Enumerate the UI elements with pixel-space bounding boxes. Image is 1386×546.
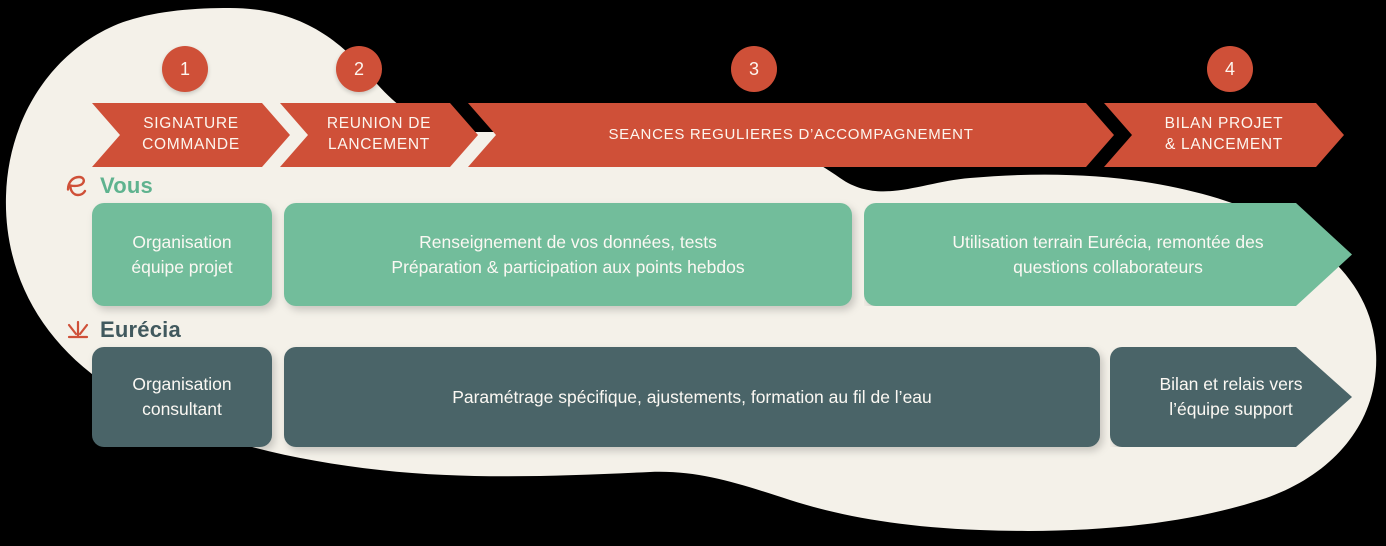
- eurecia-box-3-text: Bilan et relais vers l’équipe support: [1159, 374, 1303, 419]
- eurecia-e-icon: [66, 175, 87, 197]
- row-label-vous-text: Vous: [100, 173, 153, 198]
- row-label-eurecia: Eurécia: [64, 316, 181, 344]
- timeline-bar: SIGNATURE COMMANDE REUNION DE LANCEMENT …: [92, 103, 1344, 167]
- timeline-step-1-label: SIGNATURE COMMANDE: [142, 115, 240, 153]
- eurecia-star-icon: [67, 320, 89, 339]
- vous-box-organisation-equipe-projet[interactable]: Organisation équipe projet: [92, 203, 272, 306]
- timeline-step-signature-commande[interactable]: SIGNATURE COMMANDE: [92, 103, 290, 167]
- row-label-eurecia-text: Eurécia: [100, 317, 181, 342]
- timeline-step-2-label: REUNION DE LANCEMENT: [326, 115, 432, 153]
- timeline-step-bilan-projet[interactable]: BILAN PROJET & LANCEMENT: [1104, 103, 1344, 167]
- eurecia-box-1-text: Organisation consultant: [132, 374, 232, 419]
- vous-box-2-text: Renseignement de vos données, tests Prép…: [391, 231, 745, 277]
- vous-box-3-text: Utilisation terrain Eurécia, remontée de…: [952, 231, 1264, 277]
- vous-box-utilisation-terrain[interactable]: Utilisation terrain Eurécia, remontée de…: [864, 203, 1352, 306]
- eurecia-box-parametrage-specifique[interactable]: Paramétrage spécifique, ajustements, for…: [284, 347, 1100, 447]
- timeline-step-reunion-de-lancement[interactable]: REUNION DE LANCEMENT: [280, 103, 478, 167]
- timeline-step-4-label: BILAN PROJET & LANCEMENT: [1164, 115, 1284, 153]
- timeline-badge-1-number: 1: [179, 58, 190, 79]
- timeline-step-seances-regulieres[interactable]: SEANCES REGULIERES D’ACCOMPAGNEMENT: [468, 103, 1114, 167]
- timeline-badge-3[interactable]: 3: [731, 46, 777, 92]
- timeline-badge-2[interactable]: 2: [336, 46, 382, 92]
- timeline-badge-3-number: 3: [748, 58, 759, 79]
- vous-box-renseignement-donnees[interactable]: Renseignement de vos données, tests Prép…: [284, 203, 852, 306]
- eurecia-box-organisation-consultant[interactable]: Organisation consultant: [92, 347, 272, 447]
- timeline-badge-1[interactable]: 1: [162, 46, 208, 92]
- timeline-badge-4[interactable]: 4: [1207, 46, 1253, 92]
- eurecia-box-2-text: Paramétrage spécifique, ajustements, for…: [452, 386, 932, 407]
- row-label-vous: Vous: [64, 172, 153, 200]
- timeline-badge-4-number: 4: [1224, 58, 1235, 79]
- timeline-badge-2-number: 2: [353, 58, 364, 79]
- timeline-step-3-label: SEANCES REGULIERES D’ACCOMPAGNEMENT: [608, 126, 974, 144]
- vous-box-1-text: Organisation équipe projet: [131, 231, 233, 277]
- eurecia-box-bilan-et-relais[interactable]: Bilan et relais vers l’équipe support: [1110, 347, 1352, 447]
